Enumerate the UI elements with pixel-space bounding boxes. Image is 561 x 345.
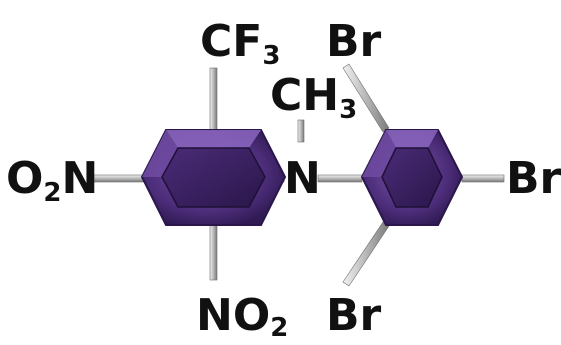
- benzene-ring-left: [140, 129, 287, 226]
- bond-ring-to-br-right: [461, 174, 505, 183]
- label-cf3-sub: 3: [262, 41, 280, 71]
- bond-ring-to-cf3: [209, 67, 218, 131]
- label-br-bottom: Br: [326, 290, 382, 341]
- label-o2n-sub: 2: [43, 178, 61, 208]
- benzene-ring-right: [360, 129, 464, 226]
- label-ch3-base: CH: [270, 70, 339, 121]
- label-o2n-n: N: [62, 153, 99, 204]
- bond-left-nitro: [91, 174, 149, 183]
- bond-n-to-ch3: [297, 119, 305, 143]
- label-br-top: Br: [326, 16, 382, 67]
- label-ch3-sub: 3: [339, 95, 357, 125]
- label-nitrogen: N: [284, 153, 321, 204]
- ring-right-top-bevel: [386, 130, 438, 148]
- bond-ring-to-br-bottom: [342, 221, 390, 287]
- label-no2-sub: 2: [270, 313, 288, 341]
- ring-left-inner: [161, 147, 266, 208]
- bond-ring-to-no2: [209, 221, 218, 281]
- label-ch3: CH3: [270, 70, 357, 125]
- atom-labels: CF3 CH3 N O2N NO2 Br Br Br: [6, 16, 561, 343]
- bond-ring-to-br-top: [342, 63, 390, 133]
- label-no2: NO2: [196, 290, 288, 341]
- label-br-right: Br: [506, 153, 561, 204]
- ring-left-top-bevel: [166, 130, 261, 148]
- label-no2-base: NO: [196, 290, 270, 341]
- ring-left-left-bevel: [142, 130, 178, 177]
- label-cf3-base: CF: [200, 16, 262, 67]
- label-o2n: O2N: [6, 153, 98, 208]
- label-cf3: CF3: [200, 16, 280, 71]
- ring-right-inner: [381, 147, 443, 208]
- label-o2n-o: O: [6, 153, 43, 204]
- bonds: [91, 63, 505, 287]
- bond-n-to-ring: [317, 174, 363, 183]
